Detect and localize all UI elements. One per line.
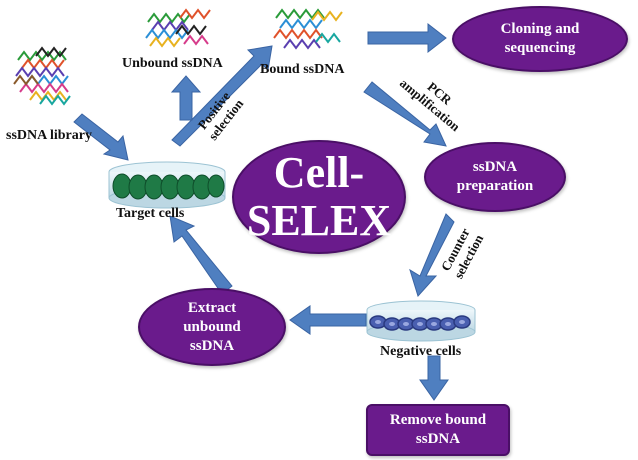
- unbound-ssdna-strands: [145, 8, 211, 48]
- remove-bound-node: Remove bound ssDNA: [366, 404, 510, 456]
- target-cells-label: Target cells: [116, 206, 185, 221]
- arrow-negative-to-extract: [289, 305, 367, 335]
- arrow-library-to-target: [73, 113, 129, 161]
- prep-line2: preparation: [456, 178, 534, 194]
- bound-ssdna-label: Bound ssDNA: [260, 62, 345, 77]
- arrow-negative-to-remove: [419, 355, 449, 401]
- center-line1: Cell-: [273, 148, 365, 197]
- extract-line2: unbound: [183, 318, 241, 335]
- extract-line1: Extract: [187, 299, 237, 316]
- unbound-ssdna-label: Unbound ssDNA: [122, 56, 223, 71]
- bound-ssdna-strands: [273, 8, 343, 50]
- arrow-extract-to-target: [169, 215, 233, 295]
- cloning-line2: sequencing: [504, 40, 576, 56]
- arrow-bound-to-prep: [363, 81, 447, 147]
- ssdna-library-label: ssDNA library: [6, 128, 92, 143]
- arrow-prep-to-negative: [409, 213, 455, 297]
- negative-cells-label: Negative cells: [380, 344, 462, 359]
- prep-line1: ssDNA: [472, 159, 518, 175]
- arrow-bound-to-cloning: [367, 22, 447, 54]
- remove-line2: ssDNA: [415, 431, 461, 447]
- extract-line3: ssDNA: [189, 337, 235, 354]
- arrow-target-to-bound: [171, 45, 273, 147]
- arrow-target-to-unbound: [170, 75, 202, 121]
- ssdna-preparation-node: ssDNA preparation: [424, 142, 566, 212]
- ssdna-library-strands: [13, 46, 71, 106]
- cloning-line1: Cloning and: [500, 21, 580, 37]
- cell-selex-center-node: Cell- SELEX: [232, 140, 406, 254]
- center-line2: SELEX: [246, 196, 392, 245]
- remove-line1: Remove bound: [389, 412, 487, 428]
- extract-unbound-node: Extract unbound ssDNA: [138, 288, 286, 366]
- cloning-sequencing-node: Cloning and sequencing: [452, 6, 628, 72]
- target-cells-dish: [108, 161, 226, 209]
- negative-cells-dish: [366, 300, 476, 342]
